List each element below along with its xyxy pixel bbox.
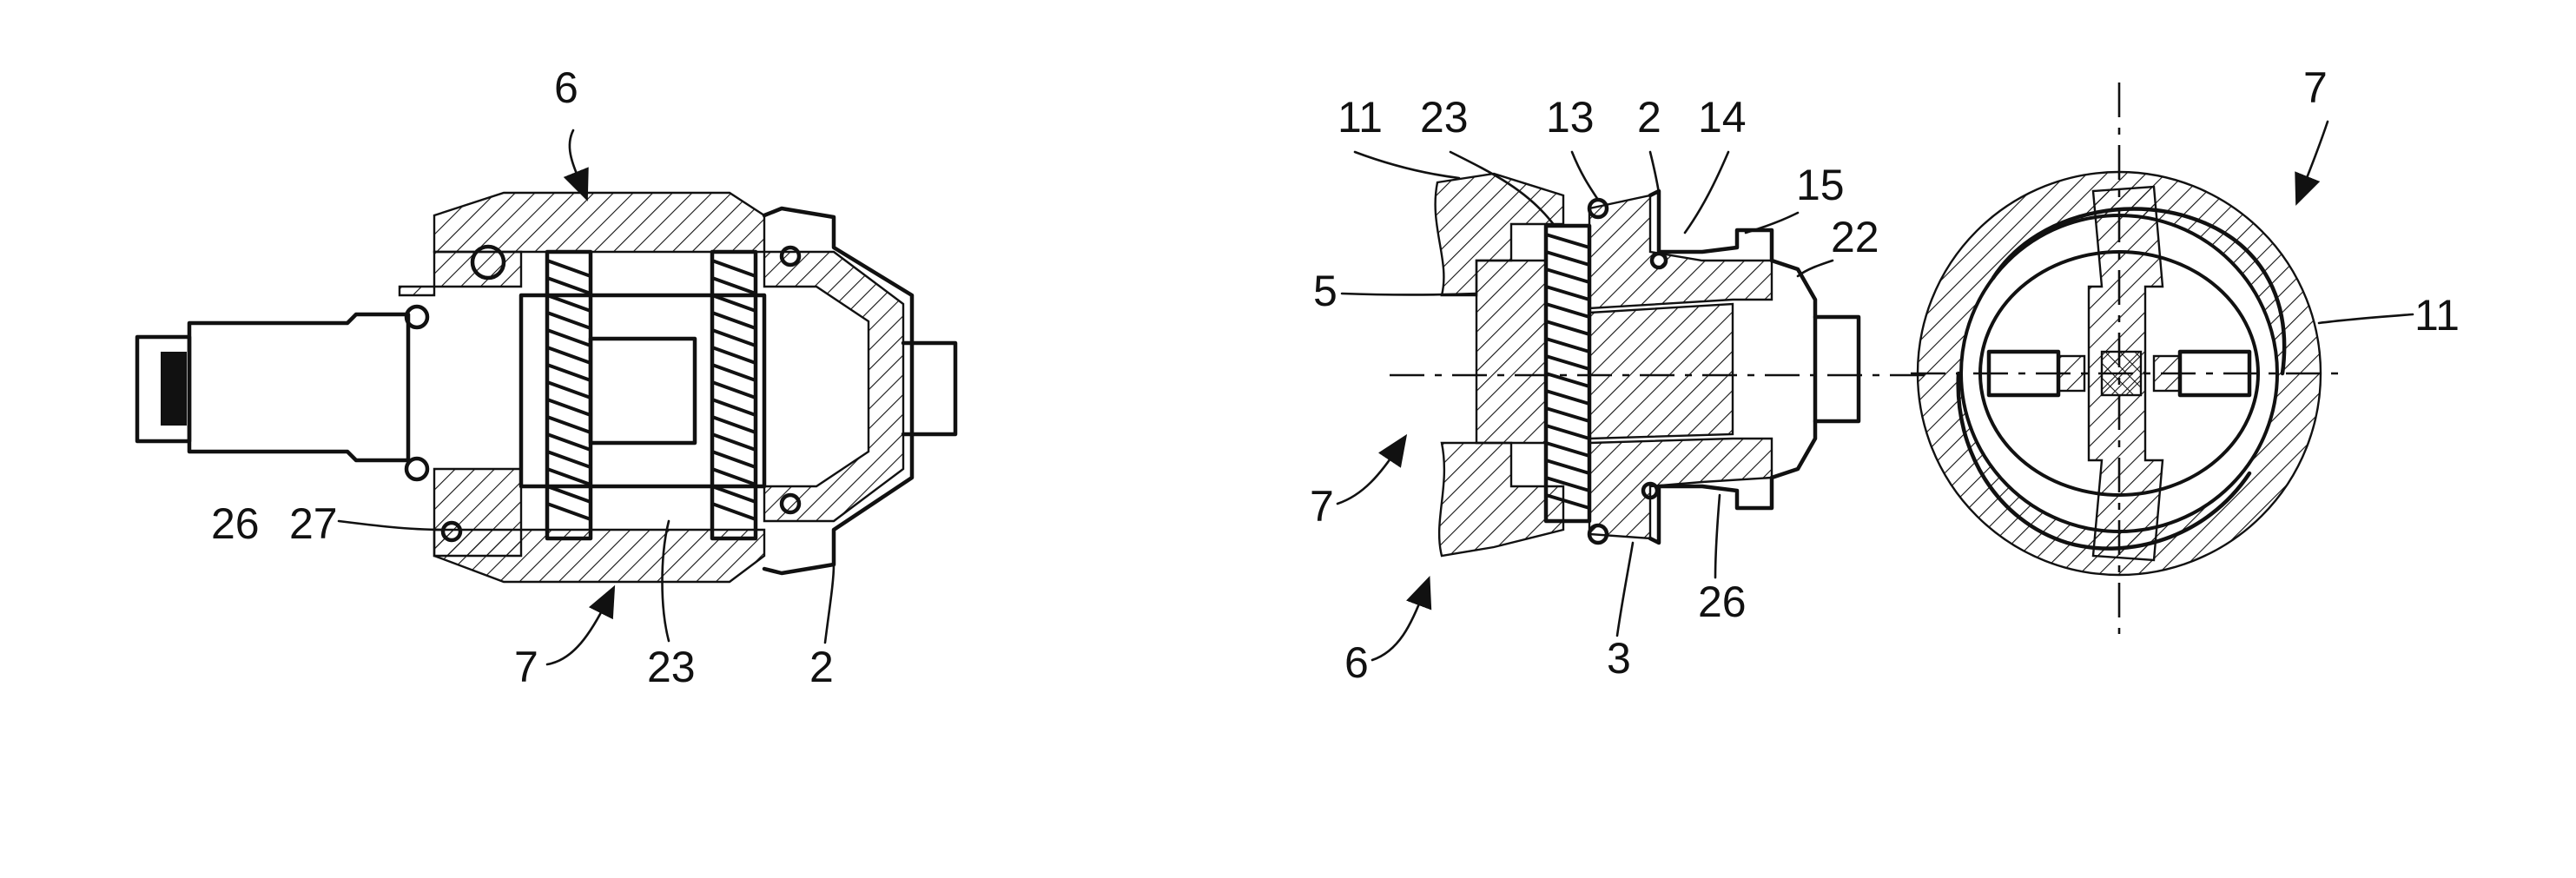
label-11: 11: [2414, 291, 2460, 340]
label-7: 7: [514, 643, 538, 691]
label-7: 7: [2303, 63, 2328, 112]
label-14: 14: [1698, 93, 1747, 142]
label-2: 2: [809, 643, 834, 691]
flange-27: [434, 469, 521, 556]
shaft-26: [189, 314, 408, 460]
label-7: 7: [1310, 482, 1334, 531]
rotor-core: [591, 339, 695, 443]
cover-2-outline: [1650, 191, 1772, 261]
right-cross-section: 7 11: [1911, 63, 2460, 634]
label-27: 27: [289, 499, 338, 548]
left-section-view: 6 26 27 7 23 2: [137, 63, 955, 691]
connector-22: [1815, 317, 1859, 421]
cover-3: [1589, 439, 1772, 538]
label-22: 22: [1831, 213, 1879, 261]
spring-23: [1546, 234, 1589, 508]
label-6: 6: [1344, 638, 1369, 687]
label-26: 26: [1698, 578, 1747, 626]
rotor-block: [1589, 304, 1733, 439]
ball: [406, 459, 427, 479]
label-3: 3: [1607, 634, 1631, 683]
label-2: 2: [1637, 93, 1661, 142]
cover-lower-outline: [1650, 478, 1772, 543]
label-23: 23: [647, 643, 696, 691]
label-15: 15: [1796, 161, 1845, 209]
plug-contact: [161, 352, 187, 426]
label-11: 11: [1338, 93, 1383, 142]
end-cap-15: [1772, 261, 1815, 478]
housing-top: [434, 193, 764, 252]
end-cap: [764, 252, 903, 521]
label-13: 13: [1546, 93, 1595, 142]
insert-5: [1476, 261, 1546, 443]
label-6: 6: [554, 63, 578, 112]
label-5: 5: [1313, 267, 1338, 315]
label-26: 26: [211, 499, 260, 548]
middle-detail-view: 11 23 13 2 14 15 22 5 7 6 3 26: [1310, 93, 1928, 687]
label-23: 23: [1420, 93, 1469, 142]
